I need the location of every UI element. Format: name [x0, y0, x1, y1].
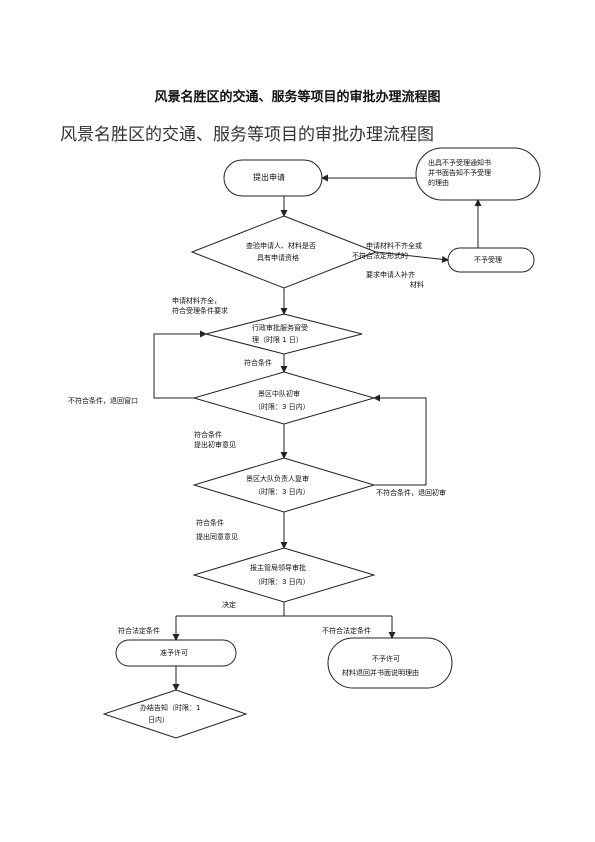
second-review-diamond: [192, 457, 376, 513]
notify-label-1: 办结告知（时限：1: [140, 704, 201, 712]
incomplete-label-2: 不符合法定形式的: [352, 252, 408, 260]
review-label-1: 查验申请人、材料是否: [246, 242, 316, 250]
ok3-label-2: 提出同意意见: [196, 533, 238, 541]
ok3-label-1: 符合条件: [196, 519, 224, 527]
window-label-1: 行政审批服务窗受: [252, 324, 308, 332]
deny-label-1: 不予许可: [372, 655, 400, 663]
first-review-label-1: 景区中队初审: [258, 390, 300, 398]
leader-review-label-2: （时限：3 日内）: [254, 578, 310, 586]
legal-not-label: 不符合法定条件: [322, 627, 371, 635]
review-label-2: 具有申请资格: [257, 254, 299, 262]
second-review-label-1: 景区大队负责人复审: [246, 475, 309, 483]
first-review-label-2: （时限：3 日内）: [254, 403, 310, 411]
reject-notice-label-3: 的理由: [428, 179, 449, 187]
reject-notice-label-2: 并书面告知不予受理: [428, 169, 491, 177]
legal-ok-label: 符合法定条件: [118, 627, 160, 635]
complete-label-2: 符合受理条件要求: [172, 307, 228, 315]
window-label-2: 理（时限 1 日）: [252, 336, 303, 344]
supplement-label-2: 材料: [410, 281, 424, 289]
not-accept-label: 不予受理: [474, 256, 502, 264]
reject-notice-label-1: 出具不予受理通知书: [428, 159, 491, 167]
deny-label-2: 材料退回并书面说明理由: [342, 669, 419, 677]
window-diamond: [205, 313, 363, 355]
decide-label: 决定: [222, 601, 236, 609]
document-title: 风景名胜区的交通、服务等项目的审批办理流程图: [154, 90, 441, 105]
notify-label-2: 日内）: [148, 716, 169, 724]
ok1-label: 符合条件: [244, 359, 272, 367]
return-first-label: 不符合条件，退回初审: [376, 489, 446, 497]
permit-label: 准予许可: [160, 649, 188, 657]
submit-label: 提出申请: [253, 173, 285, 182]
supplement-label-1: 要求申请人补齐: [366, 271, 415, 279]
leader-review-label-1: 报主管局领导审批: [250, 564, 306, 572]
incomplete-label-1: 申请材料不齐全或: [366, 242, 422, 250]
flowchart-image-title: 风景名胜区的交通、服务等项目的审批办理流程图: [60, 125, 434, 145]
ok2-label-1: 符合条件: [194, 431, 222, 439]
review-diamond: [190, 215, 378, 289]
return-window-label: 不符合条件，退回窗口: [68, 397, 138, 405]
complete-label-1: 申请材料齐全，: [172, 297, 221, 305]
leader-review-diamond: [192, 547, 376, 603]
second-review-label-2: （时限：3 日内）: [254, 488, 310, 496]
notify-diamond: [102, 689, 248, 739]
ok2-label-2: 提出初审意见: [194, 441, 236, 449]
